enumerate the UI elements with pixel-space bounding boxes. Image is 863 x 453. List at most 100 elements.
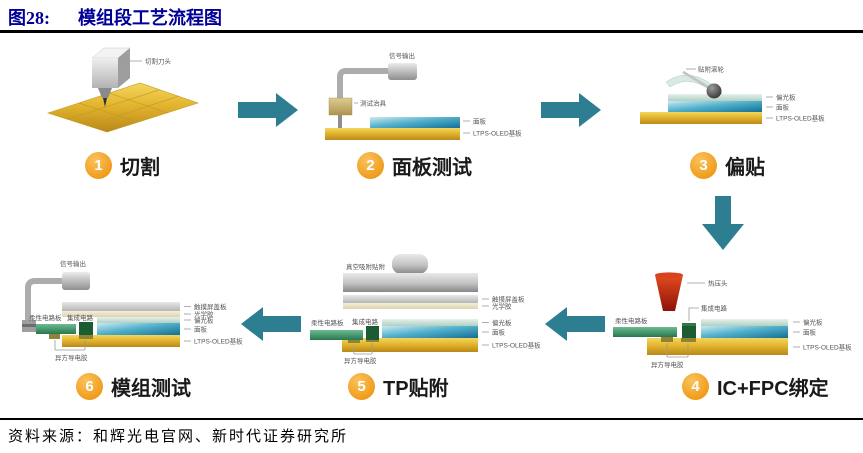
touch-cover-label: 触摸屏盖板 — [492, 295, 525, 304]
hot-press-label: 热压头 — [708, 279, 728, 288]
step-3-panel: 贴附滚轮 偏光板 面板 LTPS-OLED基板 — [640, 42, 862, 132]
substrate-sheet — [47, 82, 199, 133]
acf-pad — [661, 337, 673, 342]
cutting-head — [91, 47, 131, 107]
cutter-head-label: 切割刀头 — [145, 57, 172, 66]
panel-layer — [382, 326, 478, 338]
probe-arm — [337, 68, 388, 98]
fpc-label: 柔性电路板 — [311, 318, 344, 327]
touch-cover-label: 触摸屏盖板 — [194, 302, 227, 311]
hot-press-head — [655, 275, 683, 311]
ic-chip — [366, 326, 379, 340]
ic-label: 集成电路 — [701, 304, 728, 313]
polarizer-layer-label: 偏光板 — [776, 93, 796, 102]
step-4-badge: 4 IC+FPC绑定 — [682, 372, 829, 401]
acf-label: 异方导电胶 — [55, 353, 88, 362]
substrate-layer-label: LTPS-OLED基板 — [492, 341, 541, 350]
figure-title: 模组段工艺流程图 — [78, 8, 222, 28]
step-name: 切割 — [120, 157, 160, 179]
touch-cover-layer — [343, 295, 478, 303]
step-3-badge: 3 偏贴 — [690, 151, 765, 180]
probe-arm — [25, 278, 62, 322]
fpc-label: 柔性电路板 — [29, 313, 62, 322]
polarizer-layer — [382, 319, 478, 326]
fpc-strip — [310, 330, 363, 340]
step-number: 3 — [690, 152, 717, 179]
arrow-down — [702, 196, 744, 250]
arrow-left-2 — [241, 307, 301, 341]
tp-lamination-illustration: 真空吸附贴附 柔性电路板 集成电路 异方导电胶 触摸屏盖板 光学胶 偏光板 面板… — [310, 254, 541, 365]
signal-source — [62, 272, 90, 290]
acf-pad — [681, 338, 696, 342]
touch-cover-layer — [62, 302, 180, 311]
substrate-layer-label: LTPS-OLED基板 — [194, 337, 243, 346]
panel-layer — [370, 117, 460, 128]
step-2-badge: 2 面板测试 — [357, 151, 472, 180]
oca-layer — [343, 303, 478, 309]
bottom-rule — [0, 418, 863, 420]
module-test-illustration: 信号输出 柔性电路板 集成电路 异方导电胶 触摸屏盖板 光学胶 偏光板 面板 L… — [22, 259, 243, 362]
panel-layer-label: 面板 — [473, 117, 487, 126]
arrow-left-1 — [545, 307, 605, 341]
signal-output-label: 信号输出 — [60, 259, 86, 268]
test-fixture — [328, 97, 353, 116]
acf-pad — [79, 335, 93, 339]
step-1-badge: 1 切割 — [85, 151, 160, 180]
oca-label: 光学胶 — [194, 310, 214, 319]
step-number: 1 — [85, 152, 112, 179]
figure-header: 图28: 模组段工艺流程图 — [8, 4, 222, 30]
panel-test-illustration: 信号输出 测试治具 面板 LTPS-OLED基板 — [325, 51, 522, 140]
substrate-layer — [647, 338, 788, 355]
substrate-layer-label: LTPS-OLED基板 — [776, 114, 825, 123]
acf-pad — [348, 338, 360, 343]
substrate-layer-label: LTPS-OLED基板 — [803, 343, 852, 352]
ic-chip — [682, 323, 696, 338]
roller-handle — [682, 70, 709, 89]
figure-number: 图28: — [8, 8, 50, 28]
ic-label: 集成电路 — [67, 313, 94, 322]
oca-label: 光学胶 — [492, 302, 512, 311]
source-note: 资料来源：和辉光电官网、新时代证券研究所 — [8, 429, 349, 445]
signal-output-label: 信号输出 — [389, 51, 415, 60]
step-name: 模组测试 — [111, 378, 191, 400]
arrow-right-2 — [541, 93, 601, 127]
polarizer-layer-label: 偏光板 — [194, 316, 214, 325]
step-1-panel: 切割刀头 — [28, 40, 233, 152]
arrow-right-1 — [238, 93, 298, 127]
polarizer-attach-illustration: 贴附滚轮 偏光板 面板 LTPS-OLED基板 — [640, 65, 825, 124]
panel-layer — [701, 326, 788, 338]
vacuum-label: 真空吸附贴附 — [346, 262, 386, 271]
step-6-badge: 6 模组测试 — [76, 372, 191, 401]
substrate-layer — [640, 112, 762, 124]
fpc-strip — [613, 327, 677, 337]
fpc-label: 柔性电路板 — [615, 316, 648, 325]
polarizer-layer — [97, 317, 180, 323]
step-6-panel: 信号输出 柔性电路板 集成电路 异方导电胶 触摸屏盖板 光学胶 偏光板 面板 L… — [15, 250, 305, 375]
step-number: 4 — [682, 373, 709, 400]
ic-label: 集成电路 — [352, 317, 379, 326]
step-5-panel: 真空吸附贴附 柔性电路板 集成电路 异方导电胶 触摸屏盖板 光学胶 偏光板 面板… — [310, 248, 560, 383]
acf-pad — [49, 334, 60, 339]
panel-layer-label: 面板 — [803, 328, 817, 337]
step-name: 偏贴 — [725, 157, 765, 179]
substrate-layer — [342, 338, 478, 352]
panel-layer-label: 面板 — [492, 328, 506, 337]
step-number: 2 — [357, 152, 384, 179]
ic-fpc-bonding-illustration: 热压头 柔性电路板 集成电路 异方导电胶 偏光板 面板 LTPS-OLED基板 — [613, 272, 852, 369]
roller-label: 贴附滚轮 — [698, 65, 725, 74]
panel-layer-label: 面板 — [194, 325, 208, 334]
step-name: IC+FPC绑定 — [717, 378, 829, 400]
top-rule — [0, 30, 863, 33]
acf-label: 异方导电胶 — [651, 360, 684, 369]
panel-layer — [668, 101, 762, 112]
step-2-panel: 信号输出 测试治具 面板 LTPS-OLED基板 — [300, 42, 540, 144]
ic-chip — [79, 322, 93, 335]
polarizer-layer — [701, 319, 788, 326]
panel-layer-label: 面板 — [776, 103, 790, 112]
oca-layer — [62, 311, 180, 317]
step-number: 6 — [76, 373, 103, 400]
signal-source — [388, 63, 417, 80]
step-number: 5 — [348, 373, 375, 400]
step-5-badge: 5 TP贴附 — [348, 372, 449, 401]
polarizer-layer-label: 偏光板 — [492, 318, 512, 327]
